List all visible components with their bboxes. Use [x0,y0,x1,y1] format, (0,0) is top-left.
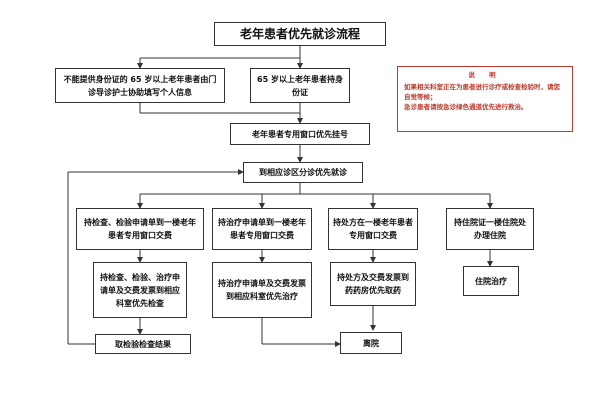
node-no-id-patients: 不能提供身份证的 65 岁以上老年患者由门诊导诊护士协助填写个人信息 [55,68,225,103]
node-prescription-payment: 持处方在一楼老年患者专用窗口交费 [328,208,418,250]
node-pharmacy: 持处方及交费发票到药药房优先取药 [330,262,416,306]
node-register: 老年患者专用窗口优先挂号 [230,123,370,145]
page-title: 老年患者优先就诊流程 [214,22,386,46]
node-inpatient: 住院治疗 [463,266,519,296]
node-exam-payment: 持检查、检验申请单到一楼老年患者专用窗口交费 [76,208,204,250]
node-admission: 持住院证一楼住院处办理住院 [446,208,534,250]
node-results: 取检验检查结果 [95,334,191,354]
node-triage: 到相应诊区分诊优先就诊 [243,162,363,183]
node-priority-exam: 持检查、检验、治疗申请单及交费发票到相应科室优先检查 [93,262,187,318]
node-treatment-payment: 持治疗申请单到一楼老年患者专用窗口交费 [212,208,312,250]
node-discharge: 离院 [340,332,402,354]
node-priority-treatment: 持治疗申请单及交费发票到相应科室优先治疗 [212,262,312,318]
node-with-id-patients: 65 岁以上老年患者持身份证 [250,68,350,103]
note-box: 说 明 如果相关科室正在为患者进行诊疗或检查检验时，请您自觉等候； 急诊患者请按… [397,66,573,132]
note-title: 说 明 [468,71,502,79]
note-line: 急诊患者请按急诊绿色通道优先进行救治。 [404,103,528,111]
note-line: 如果相关科室正在为患者进行诊疗或检查检验时，请您自觉等候； [404,83,560,101]
